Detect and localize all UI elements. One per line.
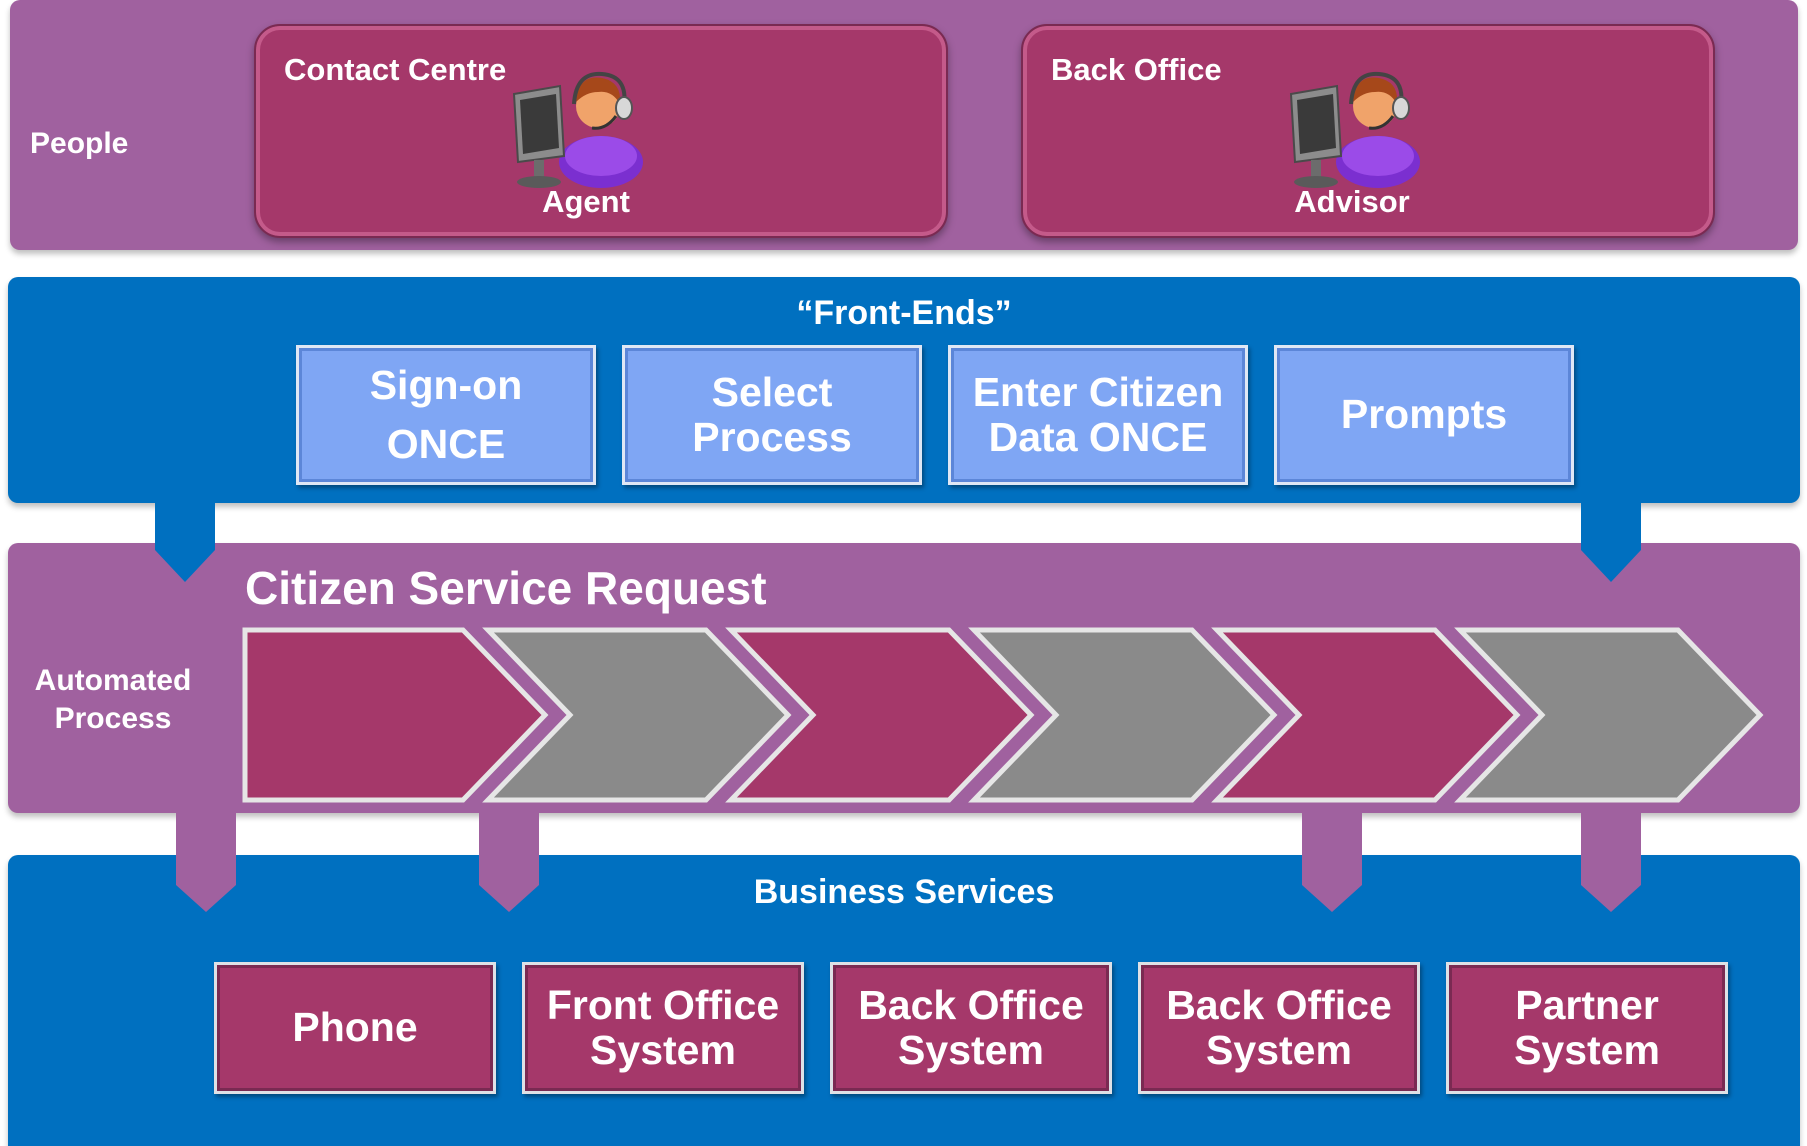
service-line1: Front Office — [546, 981, 780, 1028]
process-step-chevron — [1211, 627, 1521, 803]
process-step-chevron — [482, 627, 792, 803]
citizen-service-request-title: Citizen Service Request — [245, 562, 767, 614]
front-end-line1: Enter Citizen — [972, 368, 1224, 415]
process-step-chevron — [968, 627, 1278, 803]
service-line2: System — [1206, 1027, 1352, 1073]
advisor-at-computer-icon — [1289, 71, 1420, 188]
people-label: People — [30, 127, 129, 160]
process-to-services-connector — [1581, 805, 1641, 912]
front-end-line2: Process — [692, 414, 852, 460]
front-end-line1: Sign-on — [369, 361, 523, 408]
back-office-box: Back Office Advisor — [1021, 24, 1715, 238]
process-to-services-connector — [479, 805, 539, 912]
automated-process-label: Automated Process — [28, 662, 198, 737]
back-office-title: Back Office — [1051, 52, 1222, 87]
service-line2: System — [898, 1027, 1044, 1073]
front-end-line2: Data ONCE — [988, 414, 1208, 460]
front-end-prompts: Prompts — [1274, 345, 1574, 485]
frontend-to-process-connector — [1581, 495, 1641, 582]
process-step-chevron — [242, 627, 549, 803]
front-end-line2: ONCE — [386, 421, 506, 467]
process-step-chevron — [1454, 627, 1764, 803]
service-phone: Phone — [214, 962, 496, 1094]
process-step-chevron — [725, 627, 1035, 803]
service-line1: Partner — [1515, 981, 1659, 1028]
contact-centre-title: Contact Centre — [284, 52, 507, 87]
service-line1: Back Office — [858, 981, 1084, 1028]
agent-label: Agent — [542, 184, 630, 219]
process-to-services-connector — [1302, 805, 1362, 912]
automated-process-line1: Automated — [34, 664, 192, 697]
front-end-line1: Prompts — [1340, 391, 1508, 438]
service-line2: System — [590, 1027, 736, 1073]
front-ends-label: “Front-Ends” — [796, 294, 1012, 332]
front-end-line1: Select — [711, 368, 833, 415]
service-line1: Back Office — [1166, 981, 1392, 1028]
frontend-to-process-connector — [155, 495, 215, 582]
contact-centre-box: Contact Centre Agent — [254, 24, 948, 238]
business-services-label: Business Services — [753, 873, 1055, 911]
agent-at-computer-icon — [512, 71, 643, 188]
service-line2: System — [1514, 1027, 1660, 1073]
automated-process-line2: Process — [54, 701, 172, 735]
process-to-services-connector — [176, 805, 236, 912]
service-line1: Phone — [292, 1004, 418, 1051]
advisor-label: Advisor — [1294, 184, 1410, 219]
